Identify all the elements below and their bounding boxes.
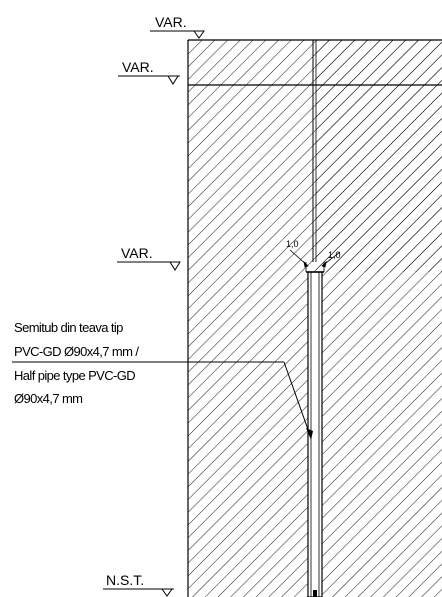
pipe-channel [308, 272, 322, 597]
dimension-marks [289, 249, 341, 272]
wall-hatch-right-mid [316, 40, 442, 272]
level-label-upper: VAR. [122, 59, 154, 75]
level-label-ground: N.S.T. [106, 572, 144, 588]
wall-hatch-right-lower [322, 272, 442, 597]
dimension-left-label: 1,0 [286, 239, 299, 249]
annotation-line-2: PVC-GD Ø90x4,7 mm / [14, 344, 139, 359]
level-label-middle: VAR. [121, 245, 153, 261]
level-marker-middle: VAR. [117, 245, 181, 271]
annotation-line-1: Semitub din teava tip [14, 320, 123, 335]
annotation-arrowhead [306, 428, 313, 440]
wall-hatch-left [188, 40, 308, 597]
dimension-right-label: 1,0 [328, 250, 341, 260]
level-marker-ground: N.S.T. [103, 572, 174, 597]
level-marker-top: VAR. [150, 14, 205, 39]
annotation-leader [283, 361, 312, 439]
level-label-top: VAR. [155, 14, 187, 30]
pipe-bottom-mark [313, 590, 317, 597]
level-marker-upper: VAR. [118, 59, 180, 85]
annotation-line-3: Half pipe type PVC-GD [14, 368, 135, 383]
annotation-line-4: Ø90x4,7 mm [14, 391, 82, 406]
